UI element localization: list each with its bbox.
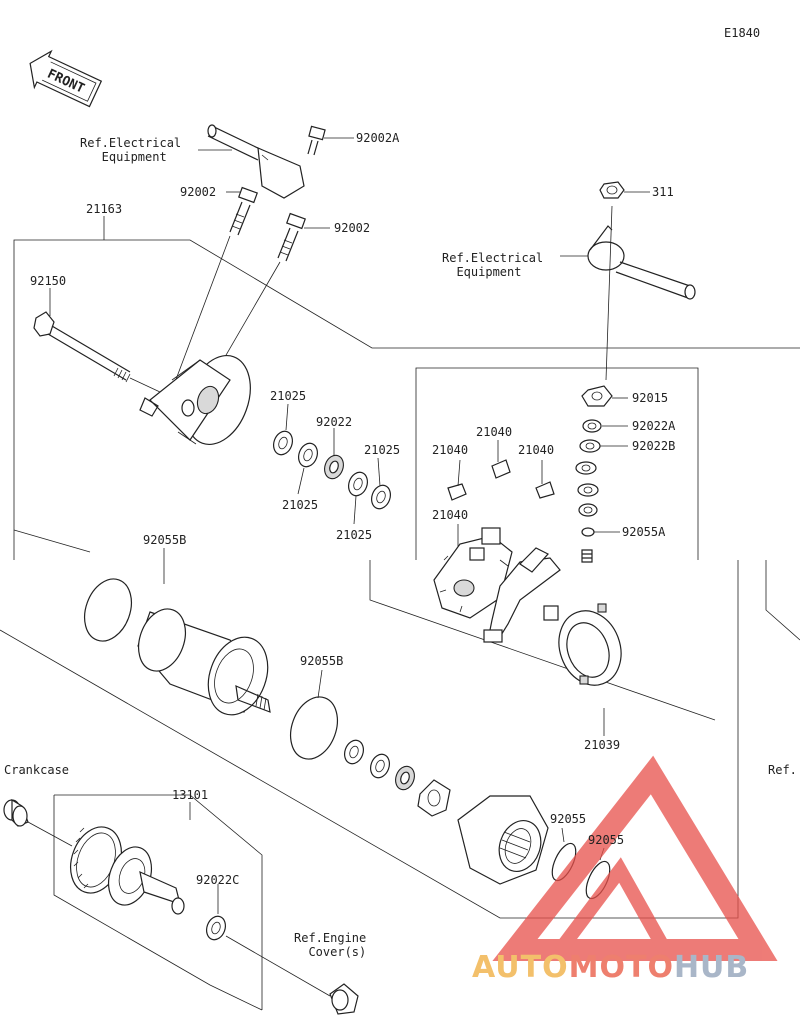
assembly-bracket-lines bbox=[0, 239, 800, 1011]
starter-clutch-gear-13101 bbox=[70, 826, 185, 915]
diagram-id: E1840 bbox=[724, 26, 761, 40]
leader-lines bbox=[49, 137, 650, 914]
nut-311 bbox=[599, 181, 625, 199]
part-92022-label[interactable]: 92022 bbox=[316, 415, 353, 429]
part-92055B-label-a[interactable]: 92055B bbox=[143, 533, 187, 547]
part-92022B-label[interactable]: 92022B bbox=[632, 439, 676, 453]
right-cable-part bbox=[587, 205, 696, 381]
washers-21025-upper bbox=[272, 430, 392, 510]
part-21040-label-d[interactable]: 21040 bbox=[432, 508, 469, 522]
part-21025-label-c[interactable]: 21025 bbox=[282, 498, 319, 512]
front-end-cover bbox=[457, 795, 549, 885]
part-92002-right-label[interactable]: 92002 bbox=[334, 221, 371, 235]
brush-clips-21040 bbox=[447, 440, 555, 548]
washer-92022C bbox=[205, 915, 331, 997]
brush-holder-ring bbox=[558, 603, 622, 686]
engine-cover-bushing bbox=[329, 983, 359, 1015]
long-bolts-92002 bbox=[229, 186, 306, 262]
watermark-logo bbox=[492, 755, 778, 961]
part-92022A-label[interactable]: 92022A bbox=[632, 419, 676, 433]
watermark-wordmark: AUTOMOTOHUB bbox=[472, 950, 749, 985]
part-13101-label[interactable]: 13101 bbox=[172, 788, 209, 802]
part-21025-label-d[interactable]: 21025 bbox=[336, 528, 373, 542]
part-21040-label-b[interactable]: 21040 bbox=[432, 443, 469, 457]
ref-electrical-label-2[interactable]: Ref.Electrical Equipment bbox=[442, 251, 544, 279]
o-ring-92055B-right bbox=[290, 696, 338, 760]
part-21025-label-b[interactable]: 21025 bbox=[364, 443, 401, 457]
part-311-label[interactable]: 311 bbox=[652, 185, 674, 199]
part-21040-label-c[interactable]: 21040 bbox=[518, 443, 555, 457]
long-bolt-92150 bbox=[33, 311, 161, 393]
front-washers bbox=[343, 739, 451, 817]
front-arrow-icon: FRONT bbox=[29, 49, 103, 108]
watermark-moto: MOTO bbox=[568, 950, 674, 985]
watermark-hub: HUB bbox=[673, 950, 750, 985]
part-92055B-label-b[interactable]: 92055B bbox=[300, 654, 344, 668]
ref-right-edge-label[interactable]: Ref. bbox=[768, 763, 797, 777]
part-92022C-label[interactable]: 92022C bbox=[196, 873, 240, 887]
part-21163-label[interactable]: 21163 bbox=[86, 202, 123, 216]
bolt-92002A bbox=[307, 125, 326, 156]
part-21040-label-a[interactable]: 21040 bbox=[476, 425, 513, 439]
part-92015-label[interactable]: 92015 bbox=[632, 391, 669, 405]
ref-engine-cover-label[interactable]: Ref.Engine Cover(s) bbox=[294, 931, 367, 959]
brush-plate-assembly-21039 bbox=[433, 527, 561, 643]
part-92002A-label[interactable]: 92002A bbox=[356, 131, 400, 145]
o-ring-92055B-left bbox=[84, 548, 165, 642]
part-92150-label[interactable]: 92150 bbox=[30, 274, 67, 288]
part-92055-label-a[interactable]: 92055 bbox=[550, 812, 587, 826]
part-21039-label[interactable]: 21039 bbox=[584, 738, 621, 752]
part-92055A-label[interactable]: 92055A bbox=[622, 525, 666, 539]
crankcase-bushing bbox=[3, 798, 73, 847]
watermark-auto: AUTO bbox=[472, 950, 569, 985]
part-92002-left-label[interactable]: 92002 bbox=[180, 185, 217, 199]
part-92055-label-b[interactable]: 92055 bbox=[588, 833, 625, 847]
ref-electrical-label-1[interactable]: Ref.Electrical Equipment bbox=[80, 136, 182, 164]
rear-end-cover bbox=[139, 354, 251, 446]
terminal-hardware-stack bbox=[575, 385, 613, 563]
upper-cable-part bbox=[207, 124, 305, 199]
crankcase-ref-label[interactable]: Crankcase bbox=[4, 763, 70, 777]
starter-motor-yoke bbox=[137, 608, 271, 716]
part-21025-label-a[interactable]: 21025 bbox=[270, 389, 307, 403]
